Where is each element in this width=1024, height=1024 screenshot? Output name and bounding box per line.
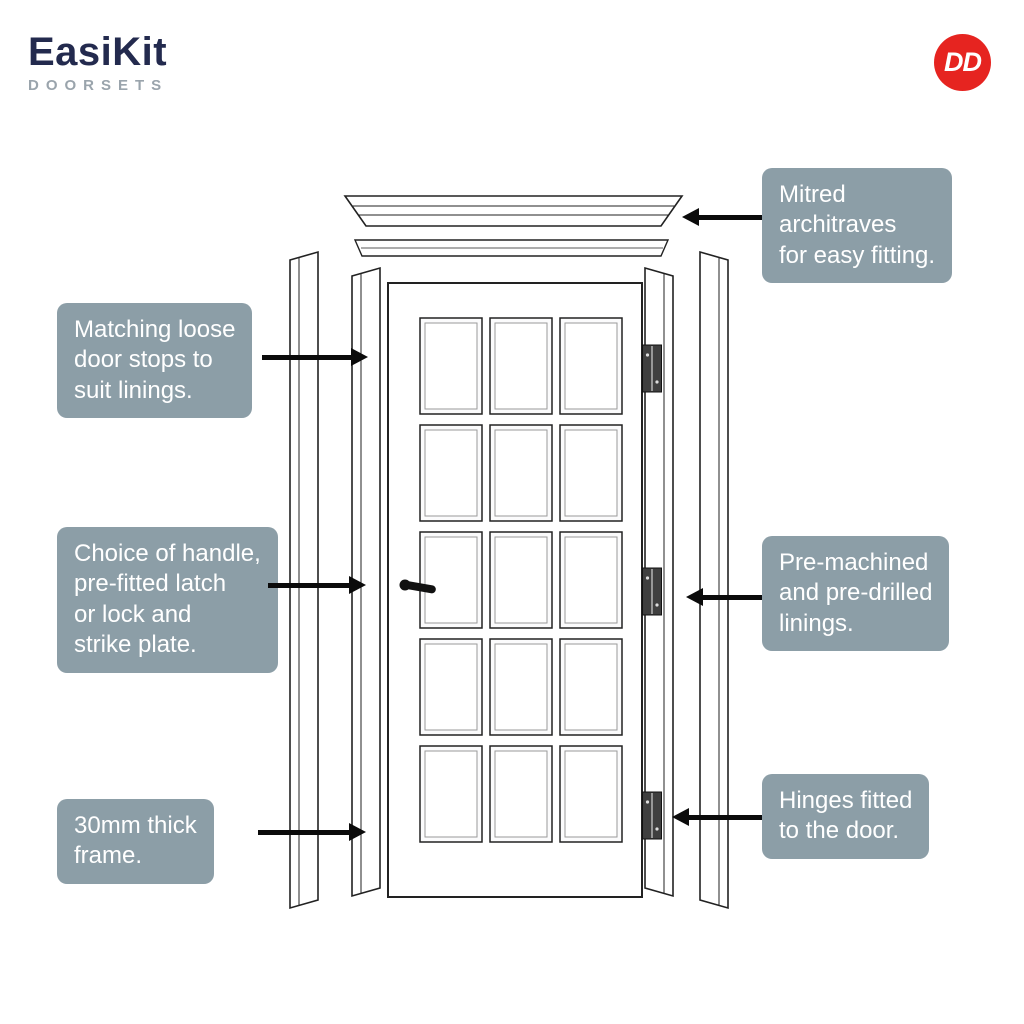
hinge-middle	[642, 567, 662, 616]
arrow-shaft	[699, 214, 762, 220]
arrow-head-left-icon	[682, 208, 699, 226]
glass-pane	[419, 638, 483, 736]
glass-pane	[419, 424, 483, 522]
callout-architraves: Mitred architraves for easy fitting.	[762, 168, 953, 284]
glass-pane	[419, 745, 483, 843]
arrow-head-left-icon	[672, 808, 689, 826]
hinge-bottom	[642, 791, 662, 840]
brand-subtitle: DOORSETS	[28, 77, 169, 94]
callout-linings: Pre-machined and pre-drilled linings.	[762, 536, 950, 652]
callout-hinges: Hinges fitted to the door.	[762, 774, 930, 859]
arrow-door-stops	[262, 348, 368, 366]
arrow-head-right-icon	[351, 348, 368, 366]
door-exploded-diagram	[289, 195, 729, 910]
arrow-head-right-icon	[349, 823, 366, 841]
architrave-strip	[353, 239, 670, 257]
arrow-shaft	[689, 814, 762, 820]
hinge-top	[642, 344, 662, 393]
door-handle	[399, 579, 436, 594]
glass-pane	[489, 531, 553, 629]
arrow-shaft	[262, 354, 351, 360]
callout-handle: Choice of handle, pre-fitted latch or lo…	[57, 527, 278, 673]
arrow-architraves	[682, 208, 762, 226]
lining-right-outer	[699, 250, 729, 910]
glass-pane	[489, 317, 553, 415]
glass-pane	[419, 531, 483, 629]
dd-logo-badge: DD	[934, 34, 991, 91]
callout-frame: 30mm thick frame.	[57, 799, 214, 884]
glass-pane	[559, 745, 623, 843]
arrow-handle	[268, 576, 366, 594]
arrow-shaft	[268, 582, 349, 588]
glass-pane	[419, 317, 483, 415]
arrow-shaft	[703, 594, 762, 600]
glass-pane	[559, 317, 623, 415]
lining-left-outer	[289, 250, 319, 910]
glass-pane	[559, 424, 623, 522]
arrow-head-right-icon	[349, 576, 366, 594]
arrow-head-left-icon	[686, 588, 703, 606]
arrow-shaft	[258, 829, 349, 835]
architrave-top	[343, 195, 684, 227]
arrow-hinges	[672, 808, 762, 826]
callout-door-stops: Matching loose door stops to suit lining…	[57, 303, 253, 419]
brand-logo: EasiKit DOORSETS	[28, 30, 168, 94]
door-leaf	[387, 282, 643, 898]
glass-pane	[489, 638, 553, 736]
arrow-linings	[686, 588, 762, 606]
glass-pane	[489, 424, 553, 522]
glass-pane	[489, 745, 553, 843]
arrow-frame	[258, 823, 366, 841]
glass-pane	[559, 531, 623, 629]
glass-pane	[559, 638, 623, 736]
brand-name: EasiKit	[28, 30, 168, 74]
